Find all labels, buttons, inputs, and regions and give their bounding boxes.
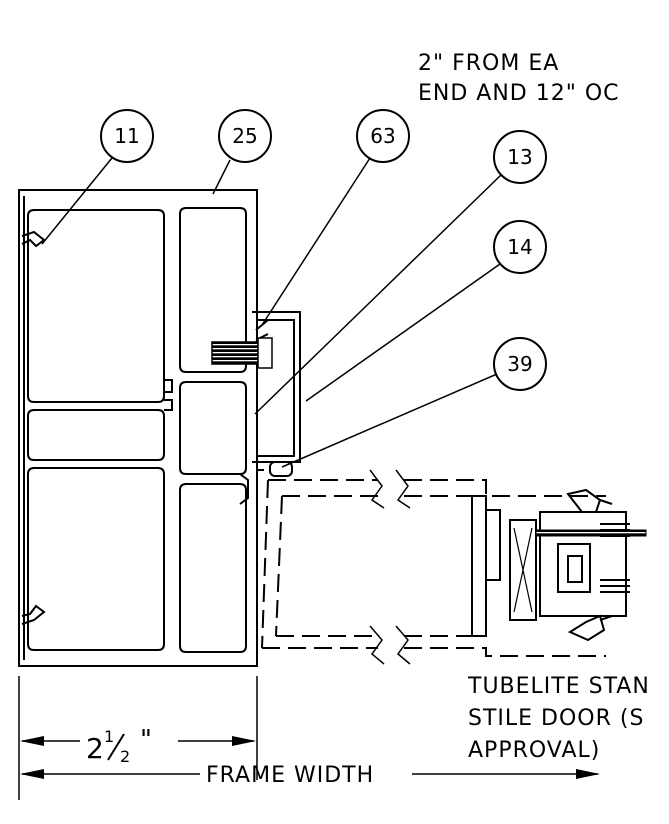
snap-clip-lower <box>21 604 46 625</box>
frame-depth-whole: 2 <box>86 732 104 765</box>
frame-depth-numerator: 1 <box>104 727 114 746</box>
callout-63-label: 63 <box>370 124 395 148</box>
gasket <box>269 461 293 477</box>
leader-63 <box>261 157 371 326</box>
callout-63: 63 <box>356 109 410 163</box>
depth-arrow-left <box>20 736 44 746</box>
chamber-upper-left <box>27 209 165 403</box>
callout-39: 39 <box>493 337 547 391</box>
fastener-note-line2: END AND 12" OC <box>418 81 620 106</box>
callout-25: 25 <box>218 109 272 163</box>
door-note-line1: TUBELITE STAN <box>467 674 650 699</box>
frame-depth-fraction-slash <box>107 733 125 761</box>
frame-depth-label: 2 1 2 " <box>86 725 152 766</box>
frame-profile <box>18 189 301 667</box>
leader-25 <box>212 159 231 195</box>
weatherstrip-pile <box>535 529 647 537</box>
leader-39 <box>281 373 498 468</box>
leader-lines <box>41 157 502 468</box>
fastener-note-line1: 2" FROM EA <box>418 51 559 76</box>
callout-25-label: 25 <box>232 124 257 148</box>
break-marks <box>369 469 411 665</box>
leader-13 <box>254 174 502 415</box>
frame-width-label: FRAME WIDTH <box>206 763 374 788</box>
door-frame-outline <box>261 479 606 657</box>
callout-13: 13 <box>493 130 547 184</box>
door-note-line2: STILE DOOR (S <box>468 706 644 731</box>
callout-14: 14 <box>493 220 547 274</box>
callout-11-label: 11 <box>114 124 139 148</box>
chamber-middle-right <box>179 381 247 475</box>
width-arrow-right <box>576 769 600 779</box>
leader-14 <box>305 263 501 402</box>
anchor-screw <box>211 337 273 369</box>
door-note-line3: APPROVAL) <box>468 738 600 763</box>
chamber-lower-left <box>27 467 165 651</box>
frame-outer <box>18 189 258 667</box>
callout-13-label: 13 <box>507 145 532 169</box>
width-arrow-left <box>20 769 44 779</box>
frame-depth-denominator: 2 <box>120 747 130 766</box>
depth-arrow-right <box>232 736 256 746</box>
callout-14-label: 14 <box>507 235 532 259</box>
leader-11 <box>41 157 113 245</box>
dimension-arrows <box>20 736 600 779</box>
snap-clip-upper <box>21 230 46 248</box>
chamber-upper-right <box>179 207 247 373</box>
chamber-lower-right <box>179 483 247 653</box>
pressure-plate <box>252 311 301 463</box>
chamber-middle-left <box>27 409 165 461</box>
door-stile-detail <box>471 488 630 642</box>
callout-39-label: 39 <box>507 352 532 376</box>
callout-11: 11 <box>100 109 154 163</box>
frame-depth-unit: " <box>140 725 152 755</box>
